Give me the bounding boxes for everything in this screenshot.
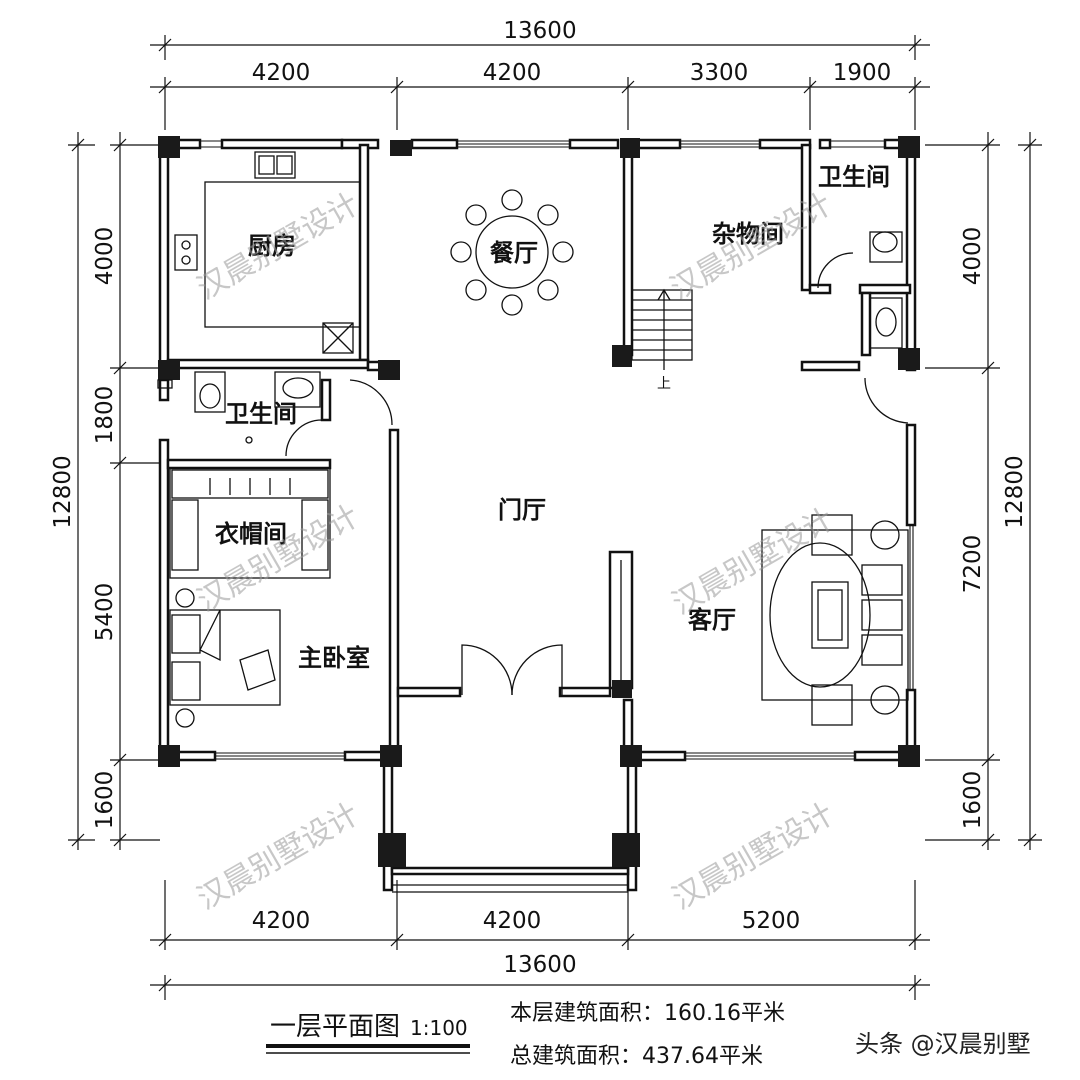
room-label-kitchen: 厨房 [248, 232, 296, 260]
stair-up-label: 上 [657, 376, 671, 392]
watermark-6: 汉晨别墅设计 [667, 797, 840, 917]
kitchen-fixtures [174, 151, 361, 354]
dim-right-seg-1: 4000 [960, 227, 986, 286]
plan-title: 一层平面图 [270, 1012, 400, 1042]
room-label-dining: 餐厅 [490, 239, 538, 267]
dim-top-seg-1: 4200 [252, 60, 311, 86]
dim-left-total: 12800 [50, 455, 76, 528]
top-windows [200, 140, 885, 148]
watermark-5: 汉晨别墅设计 [192, 797, 365, 917]
room-label-bath-top: 卫生间 [818, 163, 890, 191]
watermark-4: 汉晨别墅设计 [667, 502, 840, 622]
room-label-foyer: 门厅 [498, 496, 546, 524]
dim-bottom-seg-2: 4200 [483, 908, 542, 934]
columns [158, 136, 920, 867]
dim-top-seg-2: 4200 [483, 60, 542, 86]
room-label-bath-left: 卫生间 [225, 400, 297, 428]
dim-left-seg-1: 4000 [92, 227, 118, 286]
bed [169, 588, 281, 728]
watermark-1: 汉晨别墅设计 [192, 187, 365, 307]
credit-text: 头条 @汉晨别墅 [855, 1030, 1031, 1058]
plan-scale: 1:100 [410, 1016, 468, 1040]
closet-fixtures [169, 467, 331, 579]
dim-top-seg-4: 1900 [833, 60, 892, 86]
room-label-storage: 杂物间 [712, 220, 784, 248]
total-area: 总建筑面积：437.64平米 [510, 1044, 763, 1069]
dim-top-seg-3: 3300 [690, 60, 749, 86]
dim-bottom-seg-1: 4200 [252, 908, 311, 934]
floor-area: 本层建筑面积：160.16平米 [510, 1001, 785, 1026]
left-bath-fixtures [157, 371, 393, 457]
dining-table [450, 189, 574, 316]
dim-right-total: 12800 [1002, 455, 1028, 528]
dim-left-seg-3: 5400 [92, 583, 118, 642]
watermark-3: 汉晨别墅设计 [192, 499, 365, 619]
dim-bottom-seg-3: 5200 [742, 908, 801, 934]
dim-top-total: 13600 [503, 18, 576, 44]
foyer-door [461, 644, 563, 696]
staircase [631, 288, 693, 370]
dim-left-seg-2: 1800 [92, 386, 118, 445]
living-room-furniture [761, 514, 909, 726]
room-label-living-room: 客厅 [688, 606, 736, 634]
right-bath-fixtures [817, 231, 909, 424]
dim-right-seg-2: 7200 [960, 535, 986, 594]
dim-bottom-total: 13600 [503, 952, 576, 978]
dim-left-seg-4: 1600 [92, 771, 118, 830]
room-label-master-bedroom: 主卧室 [298, 644, 370, 672]
dimension-lines [68, 35, 1042, 1000]
room-label-closet: 衣帽间 [215, 520, 287, 548]
dim-right-seg-3: 1600 [960, 771, 986, 830]
